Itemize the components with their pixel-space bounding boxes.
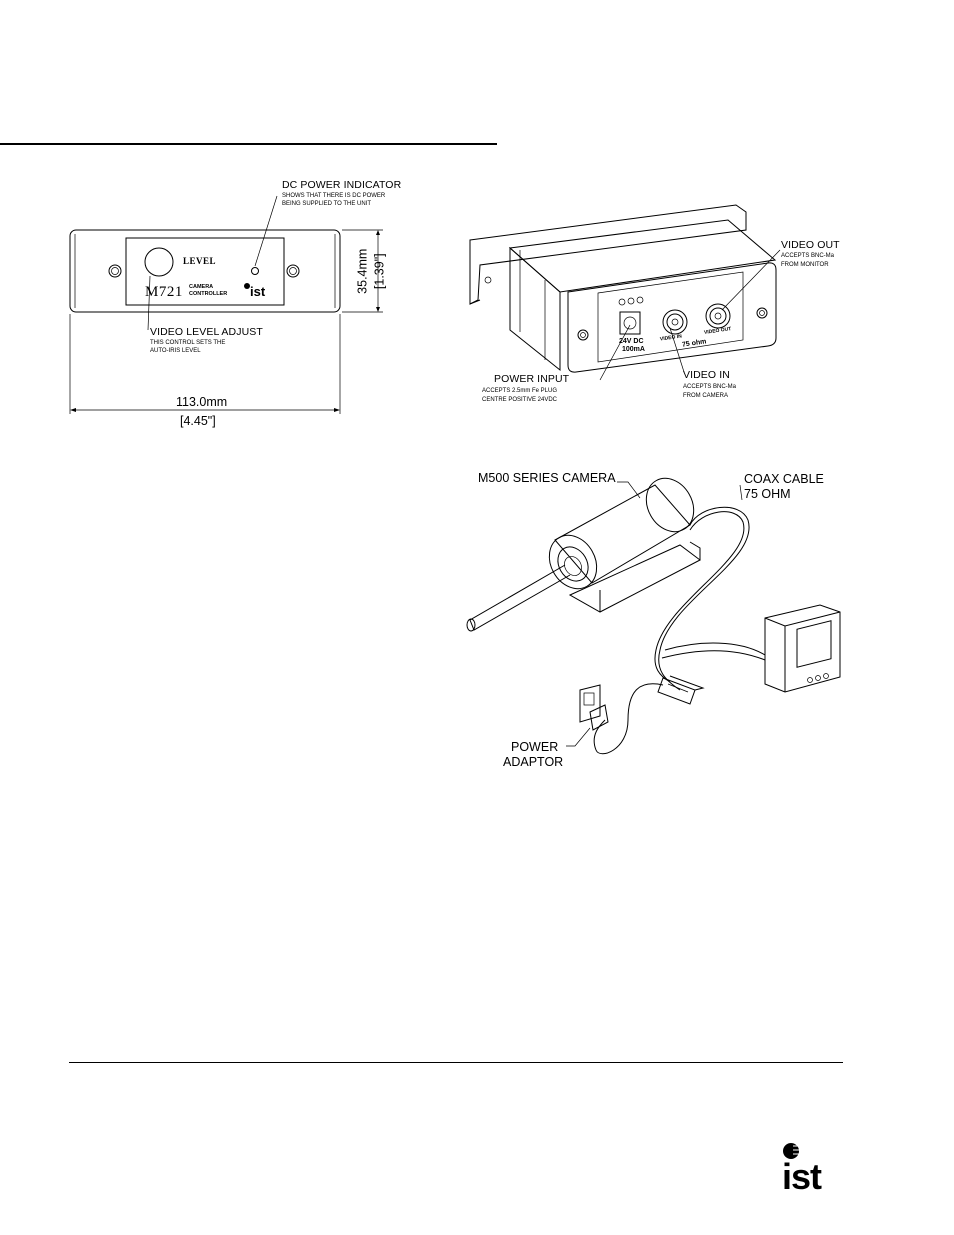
video-out-callout-line2: FROM MONITOR [781, 262, 829, 268]
level-knob-icon [144, 247, 174, 277]
product-label-line2: CONTROLLER [189, 291, 228, 297]
level-adjust-callout-line1: THIS CONTROL SETS THE [150, 340, 226, 346]
probe-rod-icon [466, 564, 571, 632]
width-dimension-in: [4.45"] [180, 414, 216, 428]
power-cable-line [593, 683, 664, 755]
dc-jack-label-1: 24V DC [619, 338, 644, 345]
dc-jack-label-2: 100mA [622, 346, 645, 353]
video-in-callout-line2: FROM CAMERA [683, 393, 728, 399]
power-led-icon [251, 267, 259, 275]
rear-right-screw-icon [756, 307, 768, 319]
camera-label: M500 SERIES CAMERA [478, 471, 616, 485]
wall-outlet-icon [579, 684, 609, 731]
power-indicator-callout-title: DC POWER INDICATOR [282, 179, 402, 191]
power-input-callout-line2: CENTRE POSITIVE 24VDC [482, 397, 558, 403]
width-dimension-mm: 113.0mm [176, 395, 228, 409]
coax-cable-label-1: COAX CABLE [744, 472, 824, 486]
level-adjust-callout-title: VIDEO LEVEL ADJUST [150, 326, 263, 338]
bnc-video-in-icon [662, 309, 688, 335]
panel-brand-logo: ist [250, 284, 266, 299]
video-out-callout-title: VIDEO OUT [781, 239, 840, 251]
product-label-line1: CAMERA [189, 284, 214, 290]
footer-rule [69, 1062, 843, 1063]
level-adjust-callout-line2: AUTO-IRIS LEVEL [150, 348, 201, 354]
video-out-callout-line1: ACCEPTS BNC-Ma [781, 253, 835, 259]
dc-jack-icon [619, 311, 641, 335]
level-label: LEVEL [183, 256, 217, 266]
right-screw-icon [286, 264, 300, 278]
power-indicator-callout-line1: SHOWS THAT THERE IS DC POWER [282, 193, 386, 199]
footer-logo-text: ist [782, 1156, 822, 1197]
rear-left-screw-icon [577, 329, 589, 341]
power-indicator-callout-line2: BEING SUPPLIED TO THE UNIT [282, 201, 372, 207]
model-label: M721 [145, 284, 183, 300]
camera-mount-icon [568, 541, 701, 613]
video-in-callout-title: VIDEO IN [683, 369, 730, 381]
video-in-callout-line1: ACCEPTS BNC-Ma [683, 384, 737, 390]
power-adaptor-label-1: POWER [511, 740, 559, 754]
controller-connector-icon [657, 675, 705, 705]
coax-cable-line [658, 506, 750, 691]
power-input-callout-title: POWER INPUT [494, 373, 570, 385]
monitor-icon [764, 604, 841, 693]
bnc-video-out-icon [705, 303, 731, 329]
coax-cable-label-2: 75 OHM [744, 487, 791, 501]
power-adaptor-label-2: ADAPTOR [503, 755, 564, 769]
header-rule [0, 143, 497, 145]
left-screw-icon [108, 264, 122, 278]
power-input-callout-line1: ACCEPTS 2.5mm Fe PLUG [482, 388, 558, 394]
